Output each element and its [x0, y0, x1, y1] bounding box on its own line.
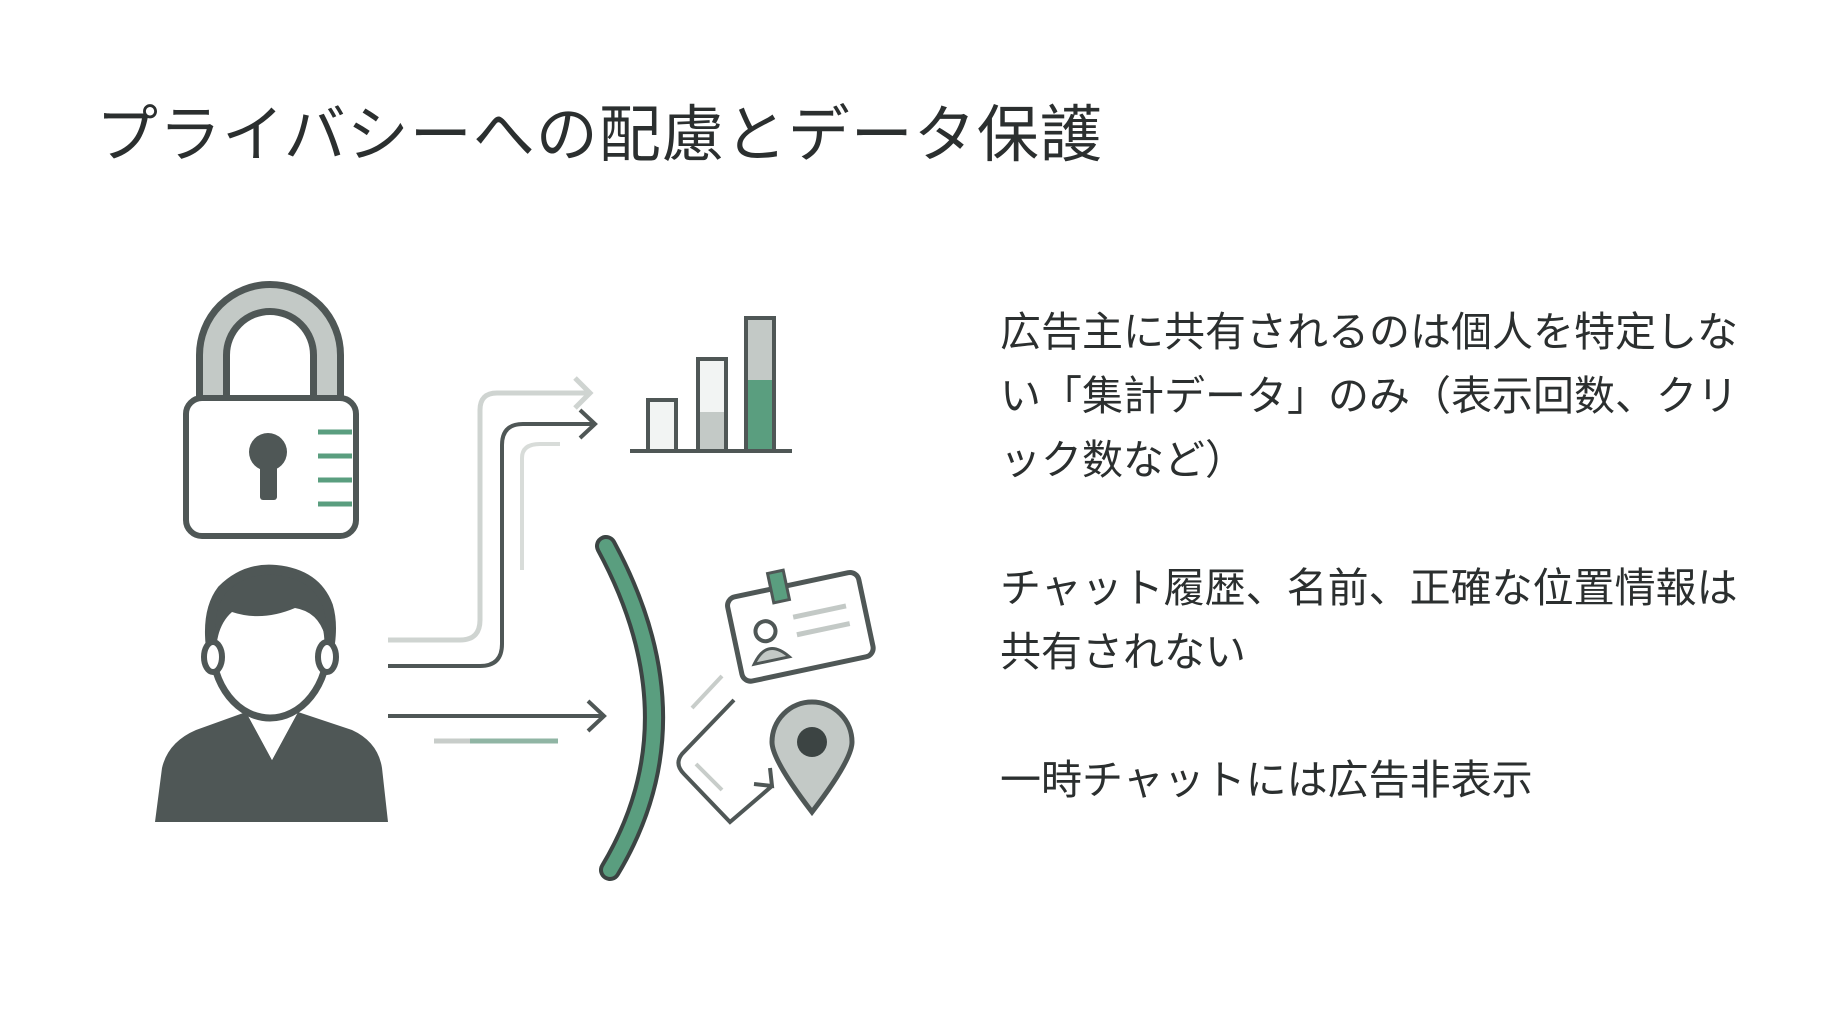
arrow-dark-up: [388, 408, 598, 668]
arrow-straight: [388, 699, 607, 744]
page-title: プライバシーへの配慮とデータ保護: [96, 98, 1103, 171]
location-pin-icon: [769, 699, 855, 817]
privacy-illustration: [155, 281, 876, 881]
bullet-item-not-shared: チャット履歴、名前、正確な位置情報は共有されない: [1000, 564, 1738, 676]
arrow-light-up: [388, 376, 594, 643]
privacy-shield-curve: [595, 535, 665, 881]
padlock-icon: [183, 281, 359, 539]
bullet-item-temporary-chat: 一時チャットには広告非表示: [1000, 756, 1533, 804]
id-card-icon: [725, 568, 876, 684]
bullet-item-aggregate-data: 広告主に共有されるのは個人を特定しない「集計データ」のみ（表示回数、クリック数な…: [1000, 308, 1738, 484]
bar-chart-icon: [630, 316, 792, 453]
bullet-list: 広告主に共有されるのは個人を特定しない「集計データ」のみ（表示回数、クリック数な…: [1000, 300, 1760, 876]
person-icon: [155, 564, 388, 822]
arrow-diverted: [676, 674, 775, 825]
